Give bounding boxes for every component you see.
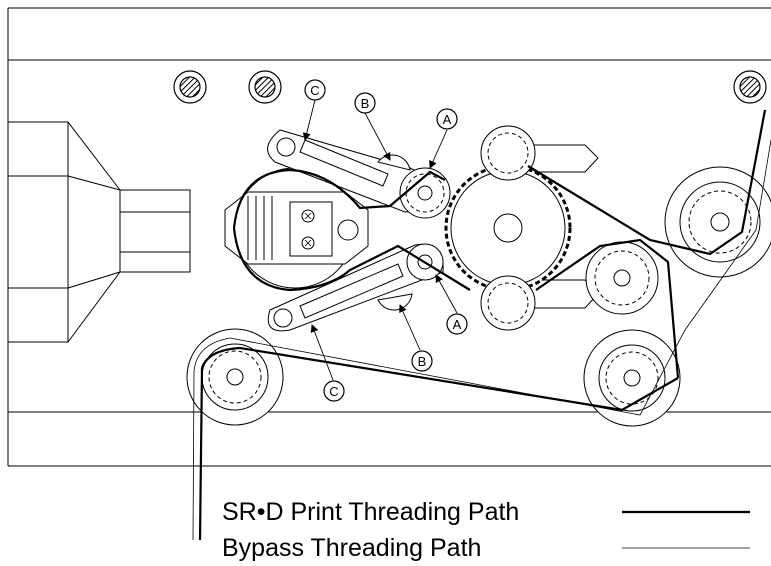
svg-text:C: C [310, 83, 319, 98]
bypass-threading-path [192, 139, 771, 541]
idler-roller-mid [585, 241, 659, 315]
legend: SR•D Print Threading Path Bypass Threadi… [222, 498, 750, 562]
lower-left-roller [186, 328, 284, 426]
sprocket-assembly [444, 125, 599, 331]
screw-3-icon [733, 70, 767, 104]
callout-a-lower: A [446, 313, 468, 335]
legend-bypass-label: Bypass Threading Path [222, 534, 481, 562]
right-rollers [186, 166, 771, 427]
callout-c-lower: C [323, 380, 345, 402]
take-up-roller-right [664, 166, 771, 278]
callout-b-upper: B [354, 92, 376, 114]
upper-arm [267, 129, 451, 219]
callout-leaders [302, 99, 458, 381]
legend-print-label: SR•D Print Threading Path [222, 498, 519, 526]
lower-right-roller [583, 329, 681, 427]
callout-b-lower: B [411, 350, 433, 372]
lens-housing [7, 121, 191, 343]
callout-a-upper: A [436, 108, 458, 130]
svg-text:B: B [361, 96, 370, 111]
screw-1-icon [173, 70, 207, 104]
svg-text:C: C [329, 384, 338, 399]
svg-text:A: A [453, 317, 462, 332]
screw-2-icon [248, 70, 282, 104]
svg-text:A: A [443, 112, 452, 127]
mounting-screws [173, 70, 767, 104]
callout-c-upper: C [304, 79, 326, 101]
svg-text:B: B [418, 354, 427, 369]
print-threading-path [198, 109, 767, 541]
